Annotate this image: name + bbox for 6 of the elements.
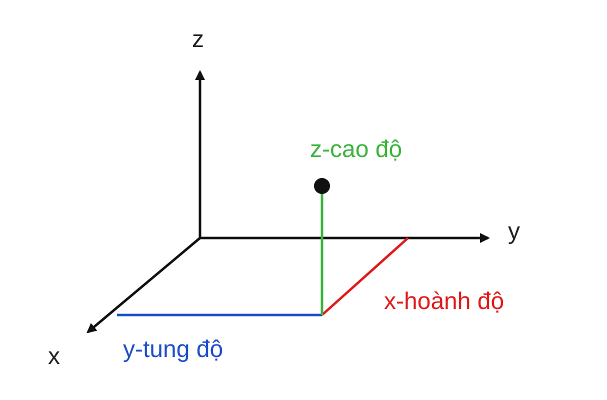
coordinate-label: y-tung độ (123, 338, 224, 362)
axis-label: x (48, 345, 60, 369)
coordinate-label: x-hoành độ (384, 290, 504, 314)
axis-label: z (192, 28, 204, 52)
coordinate-label: z-cao độ (310, 138, 402, 162)
axis-label: y (508, 220, 520, 244)
